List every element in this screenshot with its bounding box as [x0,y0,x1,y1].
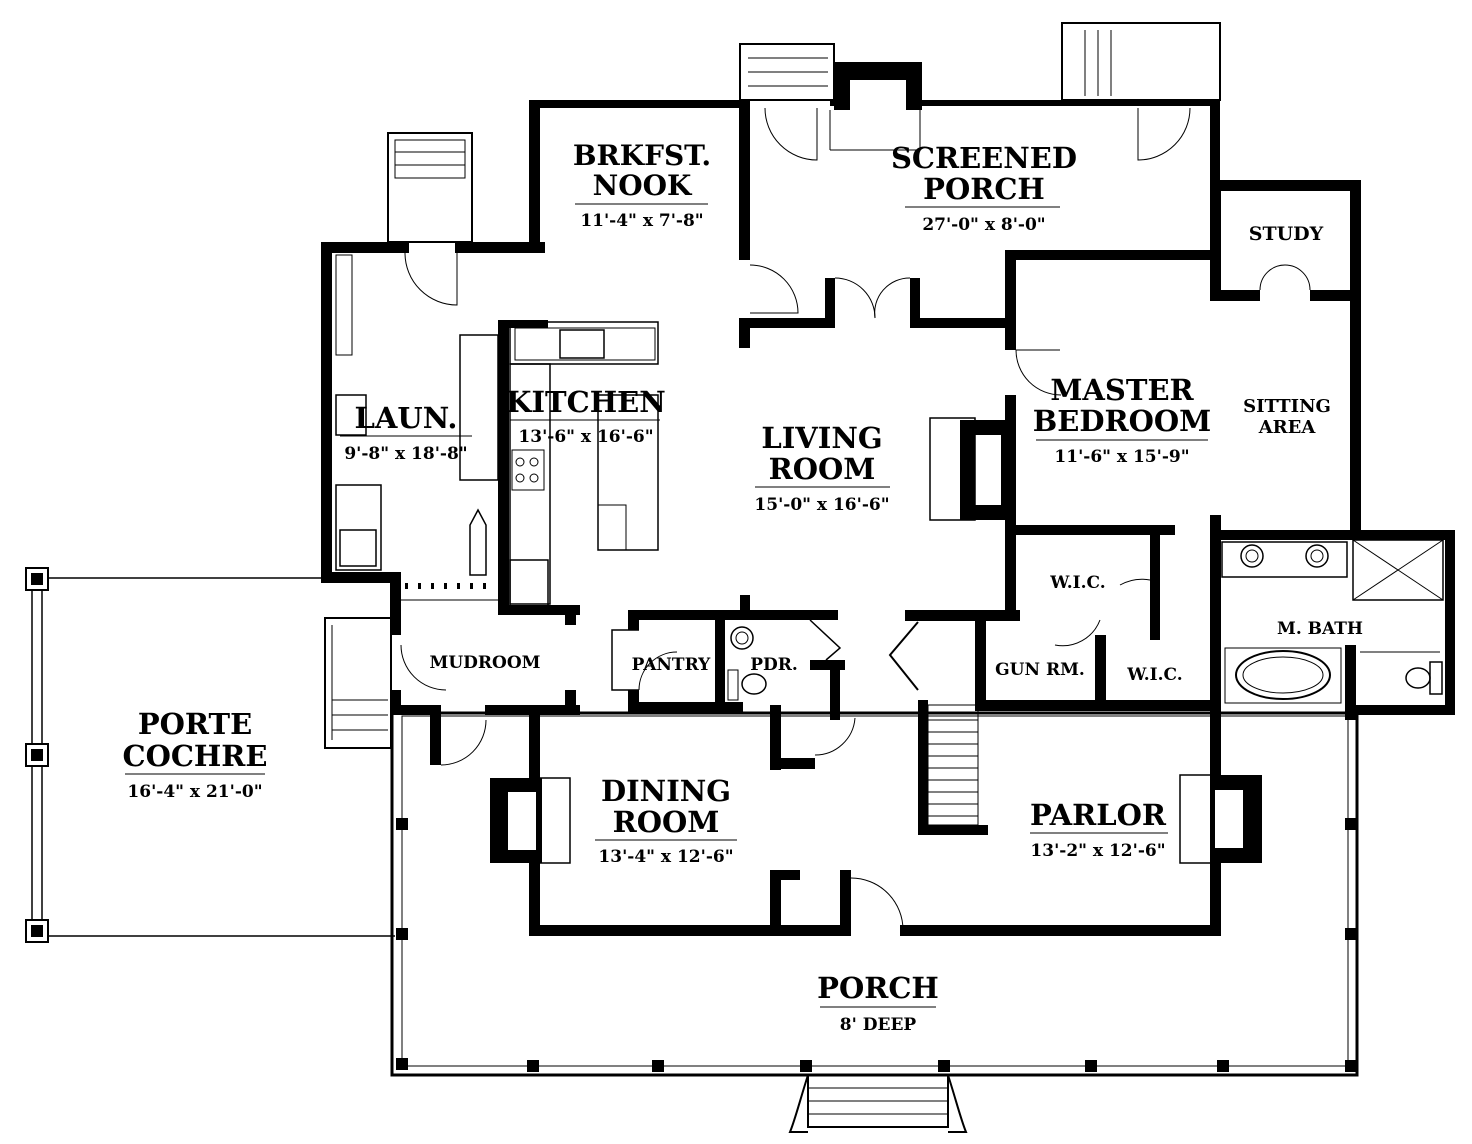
living-room-dimensions: 15'-0" x 16'-6" [754,495,889,515]
porch-name: PORCH [817,971,939,1005]
master-bedroom-name-line2: BEDROOM [1033,404,1212,438]
room-porte-cochere: PORTE COCHRE 16'-4" x 21'-0" [122,707,267,802]
brkfst-nook-name-line2: NOOK [593,169,693,202]
pantry-name: PANTRY [632,655,712,675]
screened-porch-dimensions: 27'-0" x 8'-0" [922,215,1045,235]
room-sitting-area: SITTING AREA [1243,396,1331,438]
dining-room-name-line2: ROOM [613,805,720,839]
room-mudroom: MUDROOM [430,653,541,673]
screened-porch-name-line2: PORCH [923,172,1045,206]
powder-name: PDR. [750,655,798,675]
porte-cochere-outline [25,567,395,943]
room-wic-lower: W.I.C. [1126,665,1182,685]
interior-walls [390,250,1356,930]
laundry-name: LAUN. [355,401,458,435]
living-room-name-line2: ROOM [769,452,876,486]
detail-lines [325,102,1444,826]
room-powder: PDR. [750,655,798,675]
master-bath-name: M. BATH [1277,619,1363,639]
porte-cochere-name-line1: PORTE [138,707,252,741]
sitting-area-name-line2: AREA [1258,417,1317,438]
door-swings [400,107,1311,931]
master-bedroom-dimensions: 11'-6" x 15'-9" [1054,447,1189,467]
room-kitchen: KITCHEN 13'-6" x 16'-6" [506,385,665,447]
porch-dimensions: 8' DEEP [840,1015,917,1035]
brkfst-nook-dimensions: 11'-4" x 7'-8" [580,211,703,231]
front-porch-outline [390,708,1359,1077]
wic-upper-name: W.I.C. [1049,573,1105,593]
sitting-area-name-line1: SITTING [1243,396,1331,417]
front-steps [788,1074,968,1133]
room-brkfst-nook: BRKFST. NOOK 11'-4" x 7'-8" [573,139,711,231]
room-study: STUDY [1249,223,1324,245]
kitchen-dimensions: 13'-6" x 16'-6" [518,427,653,447]
porte-cochere-name-line2: COCHRE [122,739,267,773]
mudroom-name: MUDROOM [430,653,541,673]
brkfst-nook-name-line1: BRKFST. [573,139,711,172]
room-screened-porch: SCREENED PORCH 27'-0" x 8'-0" [891,141,1077,235]
kitchen-name: KITCHEN [506,385,665,419]
porte-cochere-dimensions: 16'-4" x 21'-0" [127,782,262,802]
master-bedroom-name-line1: MASTER [1050,373,1194,407]
screened-porch-name-line1: SCREENED [891,141,1077,175]
gun-room-name: GUN RM. [995,660,1085,680]
room-porch: PORCH 8' DEEP [817,971,939,1035]
wic-lower-name: W.I.C. [1126,665,1182,685]
room-master-bath: M. BATH [1277,619,1363,639]
room-master-bedroom: MASTER BEDROOM 11'-6" x 15'-9" [1033,373,1212,467]
room-wic-upper: W.I.C. [1049,573,1105,593]
room-living-room: LIVING ROOM 15'-0" x 16'-6" [754,421,890,515]
room-dining-room: DINING ROOM 13'-4" x 12'-6" [595,774,737,867]
room-parlor: PARLOR 13'-2" x 12'-6" [1030,798,1168,861]
living-room-name-line1: LIVING [761,421,882,455]
room-gun-room: GUN RM. [995,660,1085,680]
dining-room-name-line1: DINING [601,774,731,808]
room-laundry: LAUN. 9'-8" x 18'-8" [340,401,472,464]
parlor-name: PARLOR [1030,798,1167,832]
study-name: STUDY [1249,223,1324,245]
laundry-dimensions: 9'-8" x 18'-8" [344,444,467,464]
dining-room-dimensions: 13'-4" x 12'-6" [598,847,733,867]
room-pantry: PANTRY [632,655,712,675]
side-steps [324,22,1221,749]
parlor-dimensions: 13'-2" x 12'-6" [1030,841,1165,861]
